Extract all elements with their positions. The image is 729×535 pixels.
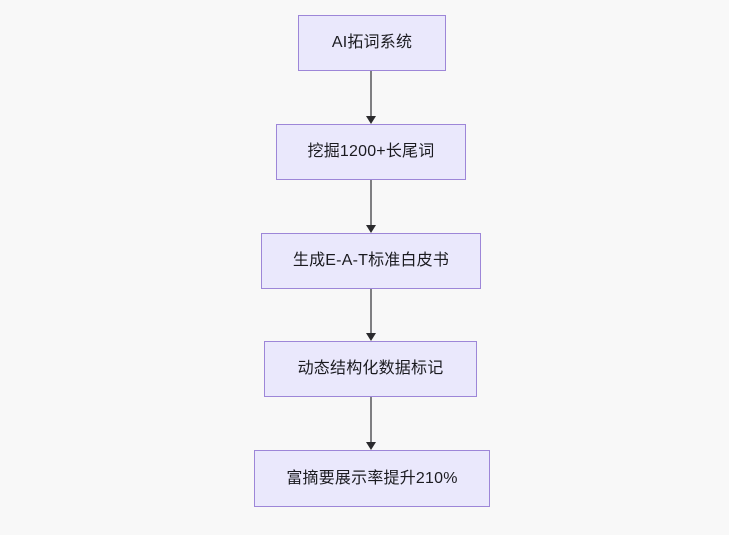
flow-node-label: 生成E-A-T标准白皮书: [292, 252, 450, 269]
flow-edge-1: [365, 71, 377, 124]
arrowhead-icon: [366, 333, 376, 341]
arrowhead-icon: [366, 116, 376, 124]
flow-node-label: 挖掘1200+长尾词: [307, 143, 435, 160]
arrowhead-icon: [366, 225, 376, 233]
edge-line: [370, 289, 372, 334]
edge-line: [370, 71, 372, 117]
flow-node-rich-snippet-result[interactable]: 富摘要展示率提升210%: [254, 450, 490, 507]
flow-node-ai-keyword-system[interactable]: AI拓词系统: [298, 15, 446, 71]
flow-edge-3: [365, 289, 377, 341]
flow-node-label: 富摘要展示率提升210%: [286, 469, 458, 487]
edge-line: [370, 397, 372, 443]
flow-node-structured-data-markup[interactable]: 动态结构化数据标记: [264, 341, 477, 397]
flow-node-eat-whitepaper[interactable]: 生成E-A-T标准白皮书: [261, 233, 481, 289]
flow-node-label: 动态结构化数据标记: [297, 360, 444, 377]
flow-edge-4: [365, 397, 377, 450]
flow-node-longtail-mining[interactable]: 挖掘1200+长尾词: [276, 124, 466, 180]
flow-node-label: AI拓词系统: [331, 34, 413, 51]
edge-line: [370, 180, 372, 226]
arrowhead-icon: [366, 442, 376, 450]
flow-edge-2: [365, 180, 377, 233]
